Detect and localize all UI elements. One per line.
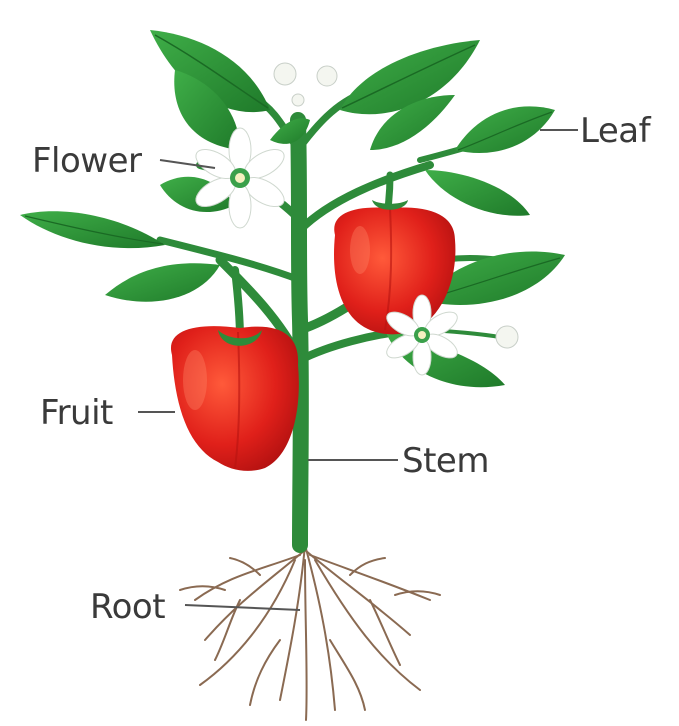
label-root: Root — [90, 587, 165, 627]
root-system — [180, 545, 440, 720]
labels: Leaf Flower Fruit Stem Root — [32, 111, 652, 627]
label-flower: Flower — [32, 141, 142, 181]
label-stem: Stem — [402, 441, 489, 481]
label-leaf: Leaf — [580, 111, 652, 151]
flower-main — [191, 128, 289, 228]
leaf-shape — [425, 170, 530, 216]
root-leader-line — [185, 605, 300, 610]
fruit-lower — [171, 326, 299, 471]
leaf-shape — [340, 40, 480, 114]
leaf-shape — [20, 211, 165, 248]
label-fruit: Fruit — [40, 393, 113, 433]
leaf-shape — [105, 263, 220, 301]
